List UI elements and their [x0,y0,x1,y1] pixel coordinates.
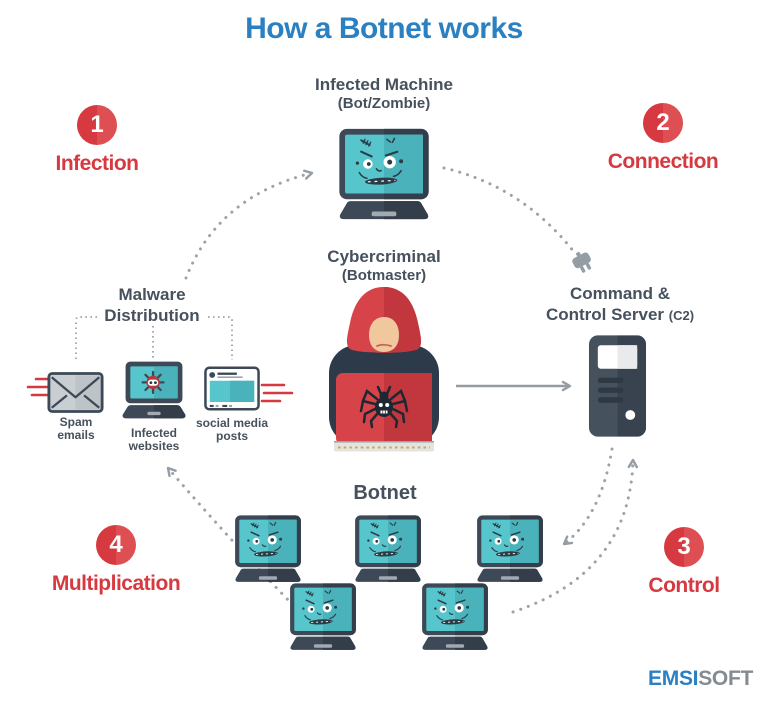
step-label: Control [648,574,720,597]
step-number-badge: 2 [643,103,683,143]
cybercriminal-subtitle: (Botmaster) [341,267,427,284]
emsisoft-logo: EMSISOFT [648,667,753,691]
spam-emails-label: Spam emails [57,415,95,442]
c2-server-icon [588,334,647,438]
botnet-laptop [281,582,365,652]
step-number-badge: 1 [77,105,117,145]
speed-lines-right-icon [260,382,300,406]
social-media-post-icon [204,366,260,411]
infected-websites-label: Infected websites [128,426,180,453]
cybercriminal-title: Cybercriminal [327,247,441,266]
step-number-badge: 3 [664,527,704,567]
step-3-control: 3 Control [599,527,768,598]
plug-icon [566,246,600,279]
botnet-laptop [413,582,497,652]
botnet-laptop [226,514,310,584]
infected-machine-title: Infected Machine [315,75,453,94]
step-label: Infection [55,152,140,175]
step-number-badge: 4 [96,525,136,565]
step-1-infection: 1 Infection [12,105,182,176]
c2-server-title: Command & Control Server (C2) [545,284,695,324]
step-2-connection: 2 Connection [578,103,748,174]
infected-machine-subtitle: (Bot/Zombie) [337,95,431,112]
spam-email-icon [47,371,104,414]
step-label: Multiplication [51,572,181,595]
arc-machine-to-server [442,166,576,254]
malware-distribution-heading: Malware Distribution [104,285,200,325]
botnet-laptop [468,514,552,584]
cybercriminal-icon [309,283,459,455]
zombie-laptop-icon [327,127,441,222]
social-media-posts-label: social media posts [195,416,269,443]
step-label: Connection [607,150,719,173]
step-4-multiplication: 4 Multiplication [31,525,201,596]
infected-website-icon [118,360,190,420]
logo-soft: SOFT [698,667,753,690]
logo-emsi: EMSI [648,667,699,690]
botnet-title: Botnet [353,482,417,504]
page-title: How a Botnet works [245,12,523,45]
c2-suffix: (C2) [668,308,695,323]
botnet-laptop [346,514,430,584]
